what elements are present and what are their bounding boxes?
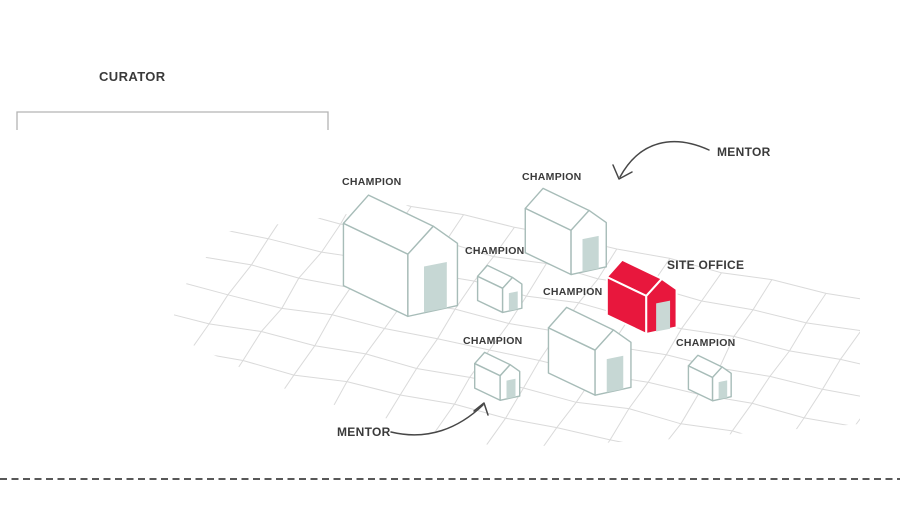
house-champion-bottom-right bbox=[688, 354, 732, 402]
site-office-label: SITE OFFICE bbox=[667, 258, 744, 272]
mentor-label-top: MENTOR bbox=[717, 145, 771, 159]
arrowhead-bottom bbox=[473, 402, 489, 416]
house-champion-top-right bbox=[524, 187, 608, 276]
champion-label-bottom-left: CHAMPION bbox=[463, 335, 523, 347]
house-champion-bottom-left bbox=[474, 351, 521, 401]
mentor-arrow-top bbox=[612, 140, 710, 180]
mentor-label-bottom: MENTOR bbox=[337, 425, 391, 439]
curator-label: CURATOR bbox=[99, 69, 166, 84]
champion-label-small-middle: CHAMPION bbox=[465, 245, 525, 257]
champion-label-bottom-middle: CHAMPION bbox=[543, 286, 603, 298]
curator-bracket bbox=[16, 111, 329, 130]
house-champion-small-middle bbox=[477, 264, 523, 313]
champion-label-bottom-right: CHAMPION bbox=[676, 337, 736, 349]
arrowhead-top bbox=[612, 164, 633, 180]
house-champion-large bbox=[342, 194, 459, 318]
iso-grid bbox=[174, 196, 860, 448]
mentor-arrow-bottom bbox=[390, 402, 489, 436]
champion-label-large: CHAMPION bbox=[342, 176, 402, 188]
champion-label-top-right: CHAMPION bbox=[522, 171, 582, 183]
